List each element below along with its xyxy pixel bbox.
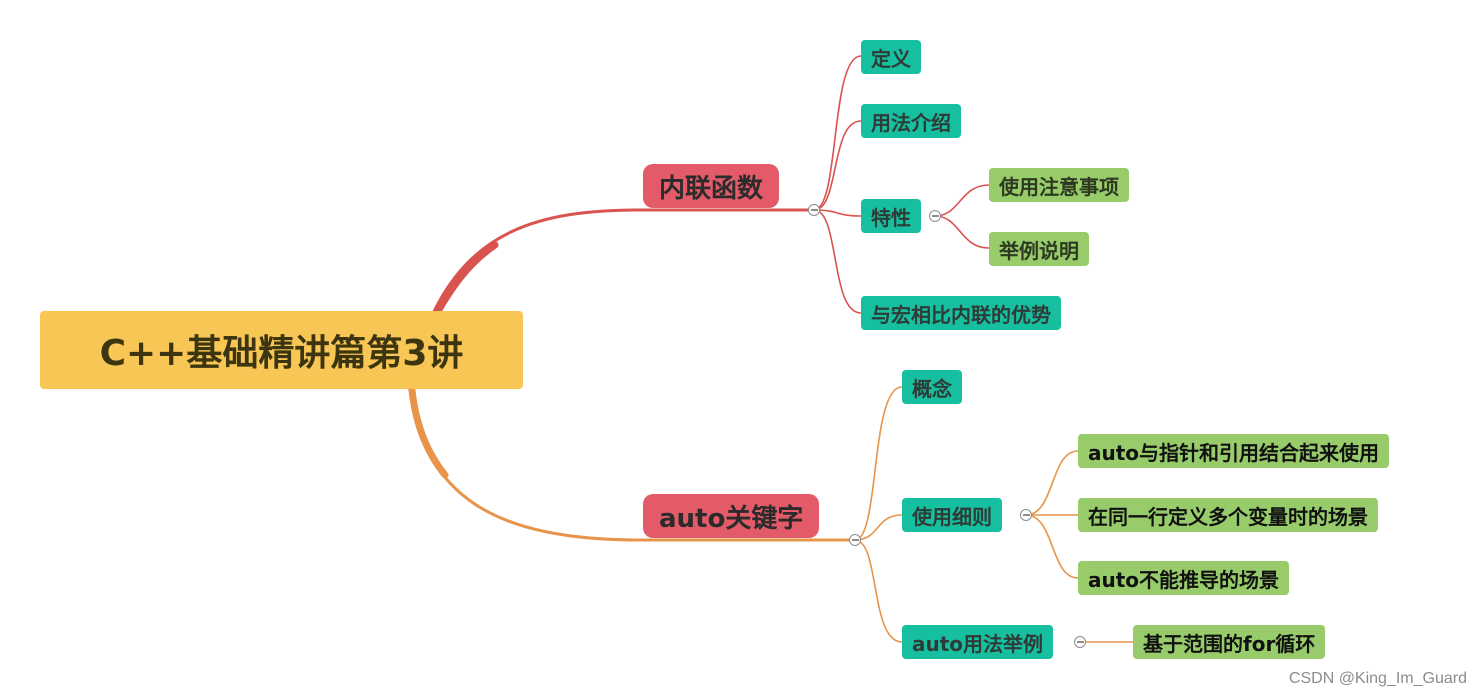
connector-vs-macro	[813, 209, 862, 314]
topic-definition-label: 定义	[871, 46, 911, 71]
topic-features-label: 特性	[871, 205, 911, 230]
connector-concept	[854, 386, 903, 541]
topic-multi-variable-label: 在同一行定义多个变量时的场景	[1088, 504, 1368, 529]
topic-attention-label: 使用注意事项	[999, 174, 1119, 199]
topic-example[interactable]: 举例说明	[989, 232, 1089, 266]
topic-definition[interactable]: 定义	[861, 40, 921, 74]
connector-usage	[813, 120, 862, 211]
collapse-toggle-examples[interactable]	[1074, 636, 1086, 648]
connector-definition	[813, 55, 862, 211]
topic-multi-variable[interactable]: 在同一行定义多个变量时的场景	[1078, 498, 1378, 532]
topic-inline-function[interactable]: 内联函数	[643, 164, 780, 208]
topic-examples[interactable]: auto用法举例	[902, 625, 1054, 659]
topic-concept-label: 概念	[912, 376, 952, 401]
root-topic-label: C++基础精讲篇第3讲	[99, 333, 464, 374]
topic-details-label: 使用细则	[912, 504, 992, 529]
connector-pointer-ref	[1025, 450, 1079, 516]
topic-auto-keyword[interactable]: auto关键字	[643, 494, 820, 538]
connector-example	[934, 215, 990, 249]
root-topic[interactable]: C++基础精讲篇第3讲	[40, 311, 523, 389]
topic-cannot-deduce[interactable]: auto不能推导的场景	[1078, 561, 1290, 595]
topic-usage-label: 用法介绍	[871, 110, 951, 135]
topic-features[interactable]: 特性	[861, 199, 921, 233]
connector-examples	[854, 539, 903, 643]
topic-details[interactable]: 使用细则	[902, 498, 1002, 532]
connector-cannot-deduce	[1025, 514, 1079, 579]
collapse-toggle-inline[interactable]	[808, 204, 820, 216]
topic-range-for-label: 基于范围的for循环	[1143, 631, 1316, 656]
topic-vs-macro[interactable]: 与宏相比内联的优势	[861, 296, 1061, 330]
collapse-toggle-details[interactable]	[1020, 509, 1032, 521]
topic-attention[interactable]: 使用注意事项	[989, 168, 1129, 202]
topic-pointer-reference-label: auto与指针和引用结合起来使用	[1088, 440, 1380, 465]
connector-attention	[934, 184, 990, 217]
collapse-toggle-features[interactable]	[929, 210, 941, 222]
topic-example-label: 举例说明	[999, 238, 1079, 263]
topic-inline-function-label: 内联函数	[659, 173, 764, 204]
topic-auto-keyword-label: auto关键字	[659, 503, 804, 534]
topic-range-for[interactable]: 基于范围的for循环	[1133, 625, 1326, 659]
topic-cannot-deduce-label: auto不能推导的场景	[1088, 567, 1280, 592]
topic-concept[interactable]: 概念	[902, 370, 962, 404]
topic-pointer-reference[interactable]: auto与指针和引用结合起来使用	[1078, 434, 1390, 468]
connector-root-inline	[428, 208, 812, 321]
connector-details	[854, 514, 903, 541]
collapse-toggle-auto[interactable]	[849, 534, 861, 546]
topic-examples-label: auto用法举例	[912, 631, 1044, 656]
topic-vs-macro-label: 与宏相比内联的优势	[871, 302, 1051, 327]
topic-usage[interactable]: 用法介绍	[861, 104, 961, 138]
watermark: CSDN @King_Im_Guard	[1288, 670, 1467, 687]
